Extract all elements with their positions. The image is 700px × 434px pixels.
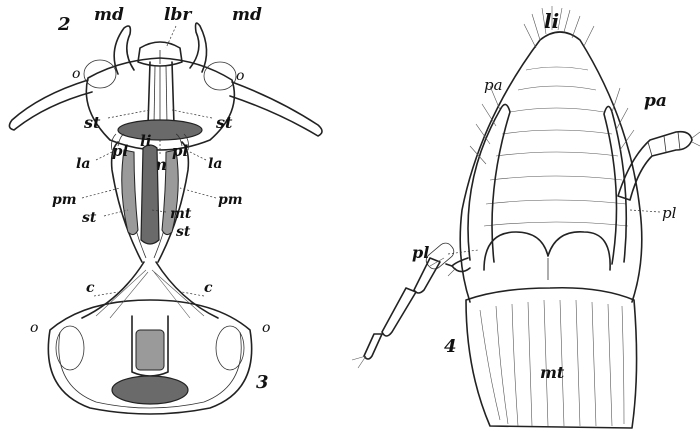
fig3-eye-left (56, 326, 84, 370)
fig4-label-pl-right: pl (662, 204, 677, 222)
fig4-leader-pl-right (630, 210, 660, 212)
fig4-number: 4 (444, 336, 457, 357)
figure-3: li pl pl la la pm pm st mt st c c o o 3 (30, 132, 270, 414)
fig3-label-o-left: o (30, 320, 38, 336)
fig4-leader-pl-left (448, 250, 478, 254)
fig2-label-md-right: md (232, 5, 262, 25)
fig4-scallops (484, 232, 610, 270)
fig4-paraglossa-left-hairs (470, 86, 500, 164)
fig3-leader-pm-right (180, 188, 216, 198)
fig4-palp-right (618, 132, 700, 200)
fig4-ligula-banding (484, 67, 628, 226)
fig2-antenna-right (230, 82, 322, 136)
fig2-label-o-right: o (236, 68, 244, 84)
fig3-label-pm-left: pm (52, 192, 77, 208)
fig3-cardo-fan (96, 270, 204, 318)
fig2-number: 2 (57, 14, 71, 35)
fig3-channel-fill (136, 330, 164, 370)
fig4-paraglossa-left (468, 104, 510, 262)
fig3-mentum-base (112, 376, 188, 404)
fig3-number: 3 (256, 372, 269, 393)
figure-4: li pa pa pl pl mt 4 (352, 6, 700, 428)
figure-2: 2 md lbr md o o st st mt (9, 5, 322, 174)
fig2-label-st-right: st (215, 113, 233, 132)
fig3-ligula (141, 145, 159, 244)
fig4-mentum-body (466, 288, 637, 428)
fig3-label-c-left: c (86, 280, 95, 296)
fig2-label-o-left: o (72, 66, 80, 82)
fig3-eye-right (216, 326, 244, 370)
fig4-label-pl-left: pl (412, 243, 429, 262)
fig3-label-la-right: la (208, 156, 222, 172)
fig2-eye-left (84, 60, 116, 88)
fig3-label-pm-right: pm (218, 192, 243, 208)
fig2-antenna-left (9, 80, 92, 130)
fig3-label-st-right: st (176, 224, 191, 240)
fig2-leader-st-right (172, 110, 212, 118)
fig2-tube-line-3 (166, 66, 167, 124)
fig3-label-mt: mt (170, 206, 192, 222)
fig4-label-pa-left: pa (484, 76, 503, 94)
fig2-label-md-left: md (94, 5, 124, 25)
fig3-label-pl-right: pl (172, 142, 188, 160)
fig3-leader-c-left (94, 292, 118, 296)
fig2-label-lbr: lbr (164, 5, 192, 25)
fig2-tube-line-2 (154, 66, 155, 124)
fig4-label-li: li (544, 9, 559, 33)
fig3-label-li: li (140, 132, 152, 150)
fig3-label-o-right: o (262, 320, 270, 336)
fig3-label-la-left: la (76, 156, 90, 172)
fig2-label-st-left: st (83, 113, 101, 132)
fig3-leader-c-right (182, 292, 204, 296)
fig2-eye-right (204, 62, 236, 90)
fig4-label-mt: mt (540, 363, 565, 382)
fig2-mentum-base (118, 120, 202, 140)
fig3-leader-pm-left (82, 188, 120, 198)
fig3-label-c-right: c (204, 280, 213, 296)
fig3-label-st-left: st (82, 210, 97, 226)
fig4-paraglossa-right-hairs (612, 88, 634, 150)
fig2-mandible-left (114, 26, 134, 74)
fig4-label-pa-right: pa (644, 91, 667, 111)
fig2-leader-st-left (108, 110, 150, 118)
fig3-label-pl-left: pl (112, 142, 128, 160)
